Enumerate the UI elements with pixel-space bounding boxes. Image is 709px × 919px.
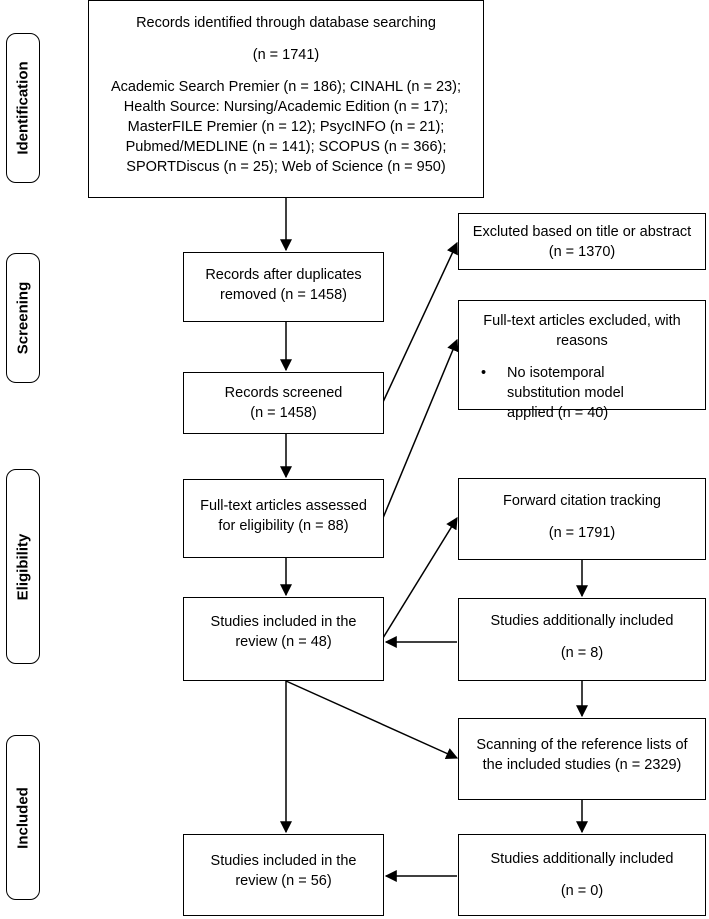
after-duplicates-count: removed (n = 1458) [220, 287, 347, 303]
fulltext-excluded-box: Full-text articles excluded, with reason… [458, 300, 706, 421]
excluded-title-text: Excluted based on title or abstract [472, 224, 692, 240]
fulltext-assessed-count: for eligibility (n = 88) [218, 518, 349, 534]
additional-included-text: Studies additionally included [490, 613, 674, 629]
forward-citation-box: Forward citation tracking (n = 1791) [458, 478, 706, 560]
fulltext-assessed-text: Full-text articles assessed [200, 498, 367, 514]
bullet-icon: • [481, 365, 487, 381]
phase-screening: Screening [6, 253, 40, 383]
additional-included-2-count: (n = 0) [560, 883, 604, 899]
screened-text: Records screened [224, 385, 343, 401]
fulltext-excluded-text: Full-text articles excluded, with [483, 313, 681, 329]
exclusion-reason-text: No isotemporal [507, 365, 605, 381]
fulltext-assessed-box: Full-text articles assessed for eligibil… [183, 479, 384, 558]
after-duplicates-box: Records after duplicates removed (n = 14… [183, 252, 384, 322]
arrow-included-to-forward [382, 516, 458, 639]
additional-included-count: (n = 8) [560, 645, 604, 661]
additional-included-2-box: Studies additionally included (n = 0) [458, 834, 706, 916]
phase-eligibility: Eligibility [6, 469, 40, 664]
additional-included-2-text: Studies additionally included [490, 851, 674, 867]
database-source-line: SPORTDiscus (n = 25); Web of Science (n … [126, 159, 446, 175]
screened-box: Records screened (n = 1458) [183, 372, 384, 434]
database-source-line: Pubmed/MEDLINE (n = 141); SCOPUS (n = 36… [125, 139, 447, 155]
excluded-title-count: (n = 1370) [548, 244, 616, 260]
after-duplicates-text: Records after duplicates [205, 267, 362, 283]
final-included-count: review (n = 56) [235, 873, 332, 889]
included-review-box: Studies included in the review (n = 48) [183, 597, 384, 681]
additional-included-box: Studies additionally included (n = 8) [458, 598, 706, 681]
reference-scan-box: Scanning of the reference lists of the i… [458, 718, 706, 800]
exclusion-reason-count: applied (n = 40) [507, 405, 609, 421]
phase-included: Included [6, 735, 40, 900]
reference-scan-text: Scanning of the reference lists of [476, 737, 688, 753]
final-included-text: Studies included in the [210, 853, 357, 869]
database-search-count: (n = 1741) [252, 47, 320, 63]
arrow-screened-to-excluded [382, 241, 458, 403]
final-included-box: Studies included in the review (n = 56) [183, 834, 384, 916]
forward-citation-count: (n = 1791) [548, 525, 616, 541]
fulltext-excluded-text: reasons [556, 333, 608, 349]
phase-identification: Identification [6, 33, 40, 183]
database-search-box: Records identified through database sear… [88, 0, 484, 198]
reference-scan-count: the included studies (n = 2329) [482, 757, 682, 773]
database-source-line: Health Source: Nursing/Academic Edition … [123, 99, 449, 115]
included-review-count: review (n = 48) [235, 634, 332, 650]
exclusion-reason-item: • No isotemporal substitution model appl… [459, 363, 705, 423]
database-search-title: Records identified through database sear… [136, 15, 436, 31]
exclusion-reason-text: substitution model [507, 385, 624, 401]
database-source-line: MasterFILE Premier (n = 12); PsycINFO (n… [127, 119, 445, 135]
database-source-line: Academic Search Premier (n = 186); CINAH… [110, 79, 462, 95]
screened-count: (n = 1458) [250, 405, 317, 421]
arrow-included-to-scan [285, 680, 459, 760]
forward-citation-text: Forward citation tracking [503, 493, 661, 509]
arrow-fulltext-to-excluded [382, 338, 459, 519]
excluded-title-box: Excluted based on title or abstract (n =… [458, 213, 706, 270]
included-review-text: Studies included in the [210, 614, 357, 630]
